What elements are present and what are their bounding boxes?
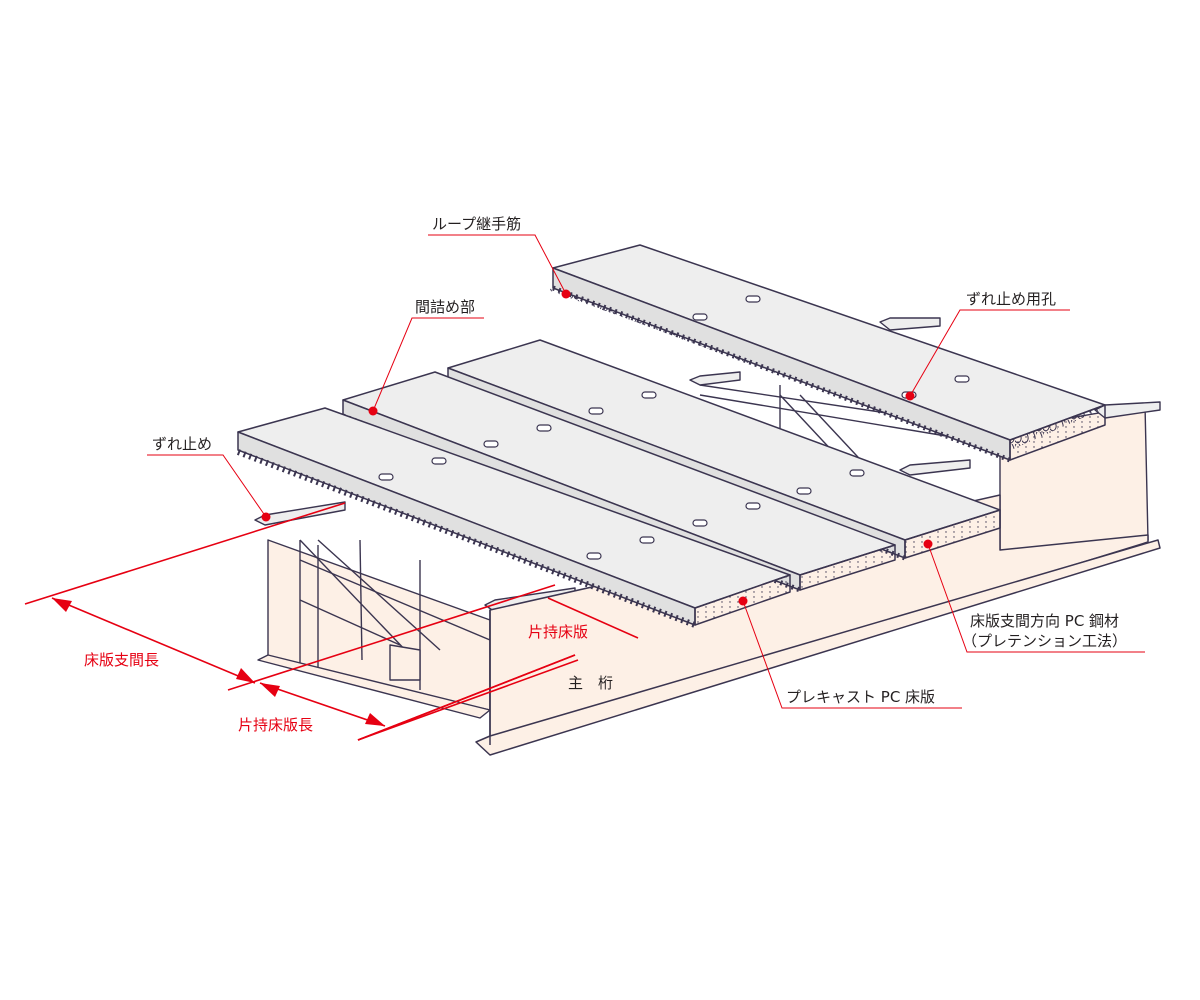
- label-pc-strand-line1: 床版支間方向 PC 鋼材: [970, 612, 1119, 630]
- label-shear-connector-hole: ずれ止め用孔: [966, 290, 1056, 308]
- label-infill-joint: 間詰め部: [415, 298, 475, 316]
- leader-shear-connector: [147, 454, 267, 518]
- shear-hole: [692, 519, 708, 527]
- shear-hole: [796, 487, 812, 495]
- dimension-arrows: [52, 598, 385, 726]
- shear-connector-holes: [378, 295, 970, 560]
- label-precast-slab: プレキャスト PC 床版: [786, 688, 935, 706]
- extension-line-inner: [24, 502, 346, 605]
- label-slab-span-length: 床版支間長: [84, 651, 159, 669]
- label-shear-connector: ずれ止め: [152, 435, 212, 453]
- labels: ループ継手筋 ずれ止め用孔 間詰め部 ずれ止め 床版支間方向 PC 鋼材 （プレ…: [84, 215, 1127, 734]
- shear-hole: [849, 469, 865, 477]
- slab-end: [1009, 404, 1106, 461]
- cantilever-dimension: [259, 682, 386, 727]
- label-cantilever-slab: 片持床版: [528, 623, 588, 641]
- leader-shear-connector-hole: [909, 309, 1070, 397]
- shear-hole: [431, 457, 447, 465]
- shear-hole: [745, 295, 761, 303]
- leader-dot: [261, 512, 271, 522]
- top-channel-mid2: [689, 371, 741, 386]
- cross-frame-member: [299, 539, 411, 656]
- label-pc-strand-line2: （プレテンション工法）: [962, 632, 1127, 650]
- top-channel-mid: [899, 459, 971, 476]
- gusset-plate: [389, 644, 421, 681]
- shear-hole: [536, 424, 552, 432]
- leader-infill-joint: [372, 317, 484, 412]
- leader-dot: [738, 596, 748, 606]
- label-main-girder: 主 桁: [568, 674, 613, 692]
- shear-hole: [588, 407, 604, 415]
- arrow-head: [260, 683, 280, 697]
- arrow-head: [52, 598, 72, 612]
- outer-edge-line: [357, 654, 576, 741]
- arrow-head: [365, 713, 385, 726]
- leader-dot: [561, 289, 571, 299]
- extension-line-girder: [227, 584, 556, 691]
- steel-structure: [254, 317, 1161, 719]
- leader-precast-slab: [742, 600, 962, 709]
- main-girder: [475, 494, 1161, 756]
- slab-span-dimension: [51, 597, 256, 684]
- shear-hole: [483, 440, 499, 448]
- shear-hole: [692, 313, 708, 321]
- leader-dot: [368, 406, 378, 416]
- slab-row: [236, 244, 1106, 628]
- precast-slab-rear: [548, 244, 1106, 463]
- shear-hole: [745, 502, 761, 510]
- cross-frame-member: [299, 559, 491, 641]
- arrow-head: [236, 668, 255, 683]
- leader-pc-strand: [927, 543, 1145, 653]
- cross-frame-member: [299, 599, 401, 646]
- slab-end: [799, 544, 896, 591]
- shear-hole: [586, 552, 602, 560]
- leader-lines: [147, 234, 1145, 709]
- shear-hole: [639, 536, 655, 544]
- cantilever-leader: [547, 597, 639, 639]
- top-channel-rear2: [879, 317, 941, 331]
- label-cantilever-length: 片持床版長: [238, 716, 313, 734]
- shear-hole: [641, 391, 657, 399]
- dimension-lines: [24, 502, 639, 741]
- leader-dots: [261, 289, 933, 606]
- cross-frame-member: [359, 539, 363, 661]
- extension-line-outer: [357, 659, 579, 741]
- leader-dot: [905, 391, 915, 401]
- leader-dot: [923, 539, 933, 549]
- label-loop-joint-rebar: ループ継手筋: [432, 215, 521, 233]
- shear-hole: [954, 375, 970, 383]
- main-girder-bottom-flange: [475, 539, 1161, 756]
- leader-loop-joint-rebar: [428, 234, 567, 295]
- shear-hole: [378, 473, 394, 481]
